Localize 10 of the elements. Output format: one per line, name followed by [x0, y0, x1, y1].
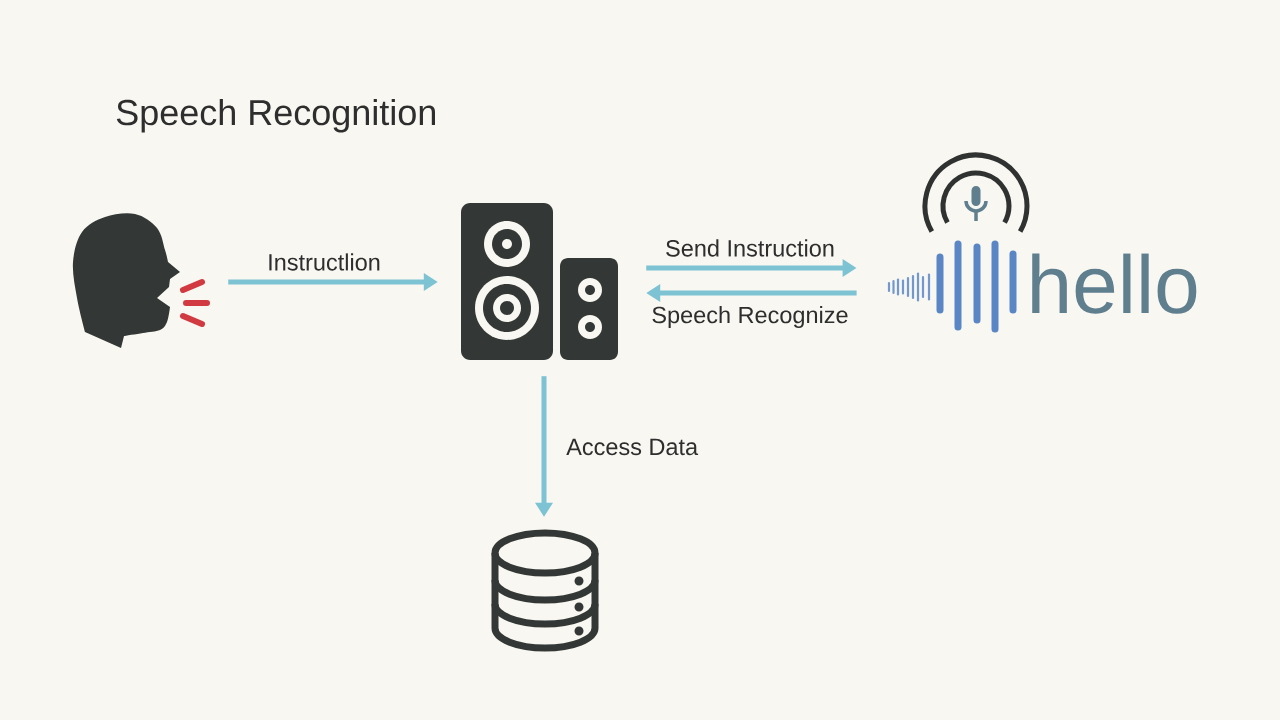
speaker-icon — [461, 203, 618, 360]
database-icon — [491, 529, 599, 652]
speech-wave-illustration: hello — [887, 152, 1197, 333]
speaking-head-icon — [72, 213, 210, 348]
node-label: hello — [1032, 253, 1197, 314]
edge-label: Speech Recognize — [652, 306, 848, 328]
title: Speech Recognition — [116, 98, 435, 133]
edge-label: Instructlion — [269, 253, 380, 271]
edge-label: Send Instruction — [666, 239, 834, 257]
edge-label: Access Data — [566, 438, 699, 456]
